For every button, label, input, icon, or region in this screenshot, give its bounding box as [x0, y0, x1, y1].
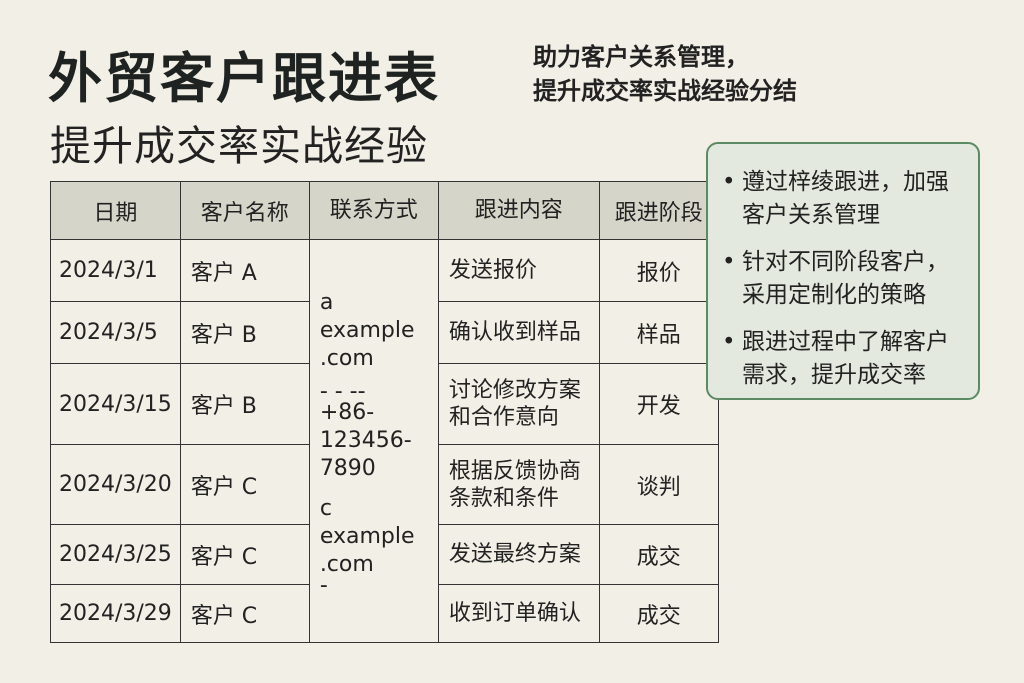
column-header-contact: 联系方式: [308, 181, 439, 240]
contact-line: c: [319, 496, 332, 521]
cell-content: 讨论修改方案和合作意向: [437, 363, 600, 445]
cell-customer: 客户 A: [179, 239, 310, 302]
cell-stage: 成交: [599, 584, 719, 643]
cell-date: 2024/3/15: [50, 363, 181, 445]
contact-line: 7890: [319, 456, 376, 481]
cell-stage: 开发: [599, 363, 719, 445]
tips-callout: 遵过梓绫跟进，加强客户关系管理 针对不同阶段客户，采用定制化的策略 跟进过程中了…: [706, 142, 980, 400]
cell-content: 发送报价: [437, 239, 600, 302]
cell-date: 2024/3/1: [50, 239, 181, 302]
tagline-line: 提升成交率实战经验分结: [533, 77, 797, 105]
cell-customer: 客户 C: [179, 524, 310, 585]
column-header-stage: 跟进阶段: [598, 181, 719, 240]
cell-stage: 报价: [598, 239, 719, 302]
cell-stage: 样品: [599, 301, 719, 364]
cell-stage: 成交: [599, 524, 719, 585]
cell-date: 2024/3/20: [50, 444, 181, 525]
column-header-date: 日期: [50, 181, 181, 240]
tagline: 助力客户关系管理， 提升成交率实战经验分结: [533, 40, 797, 108]
contact-line: .com: [319, 346, 374, 371]
table-header-row: 日期 客户名称 联系方式 跟进内容 跟进阶段: [50, 181, 719, 240]
cell-date: 2024/3/29: [50, 584, 181, 643]
cell-contact: a example .com - - --+86- 123456- 7890 c exampl…: [308, 239, 439, 643]
cell-customer: 客户 B: [179, 301, 310, 364]
contact-line: +86-: [319, 400, 375, 425]
cell-customer: 客户 B: [179, 363, 310, 445]
contact-line: - - --: [319, 379, 366, 404]
tip-item: 遵过梓绫跟进，加强客户关系管理: [722, 166, 970, 232]
cell-customer: 客户 C: [179, 584, 310, 643]
cell-stage: 谈判: [599, 444, 719, 525]
tip-item: 跟进过程中了解客户需求，提升成交率: [722, 326, 970, 392]
column-header-content: 跟进内容: [437, 181, 600, 240]
page-title: 外贸客户跟进表: [48, 47, 440, 110]
page-subtitle: 提升成交率实战经验: [50, 122, 428, 170]
cell-date: 2024/3/5: [50, 301, 181, 364]
tagline-line: 助力客户关系管理，: [533, 43, 749, 71]
cell-content: 发送最终方案: [437, 524, 600, 585]
cell-content: 根据反馈协商条款和条件: [437, 444, 600, 525]
cell-content: 确认收到样品: [437, 301, 600, 364]
contact-line: a: [319, 290, 334, 315]
column-header-customer: 客户名称: [179, 181, 310, 240]
cell-customer: 客户 C: [179, 444, 310, 525]
cell-content: 收到订单确认: [437, 584, 600, 643]
cell-date: 2024/3/25: [50, 524, 181, 585]
contact-line: .com: [319, 552, 374, 577]
tip-item: 针对不同阶段客户，采用定制化的策略: [722, 246, 970, 312]
contact-line: 123456-: [319, 428, 412, 453]
contact-line: example: [319, 318, 415, 343]
contact-line: -: [319, 573, 328, 598]
contact-line: example: [319, 524, 415, 549]
